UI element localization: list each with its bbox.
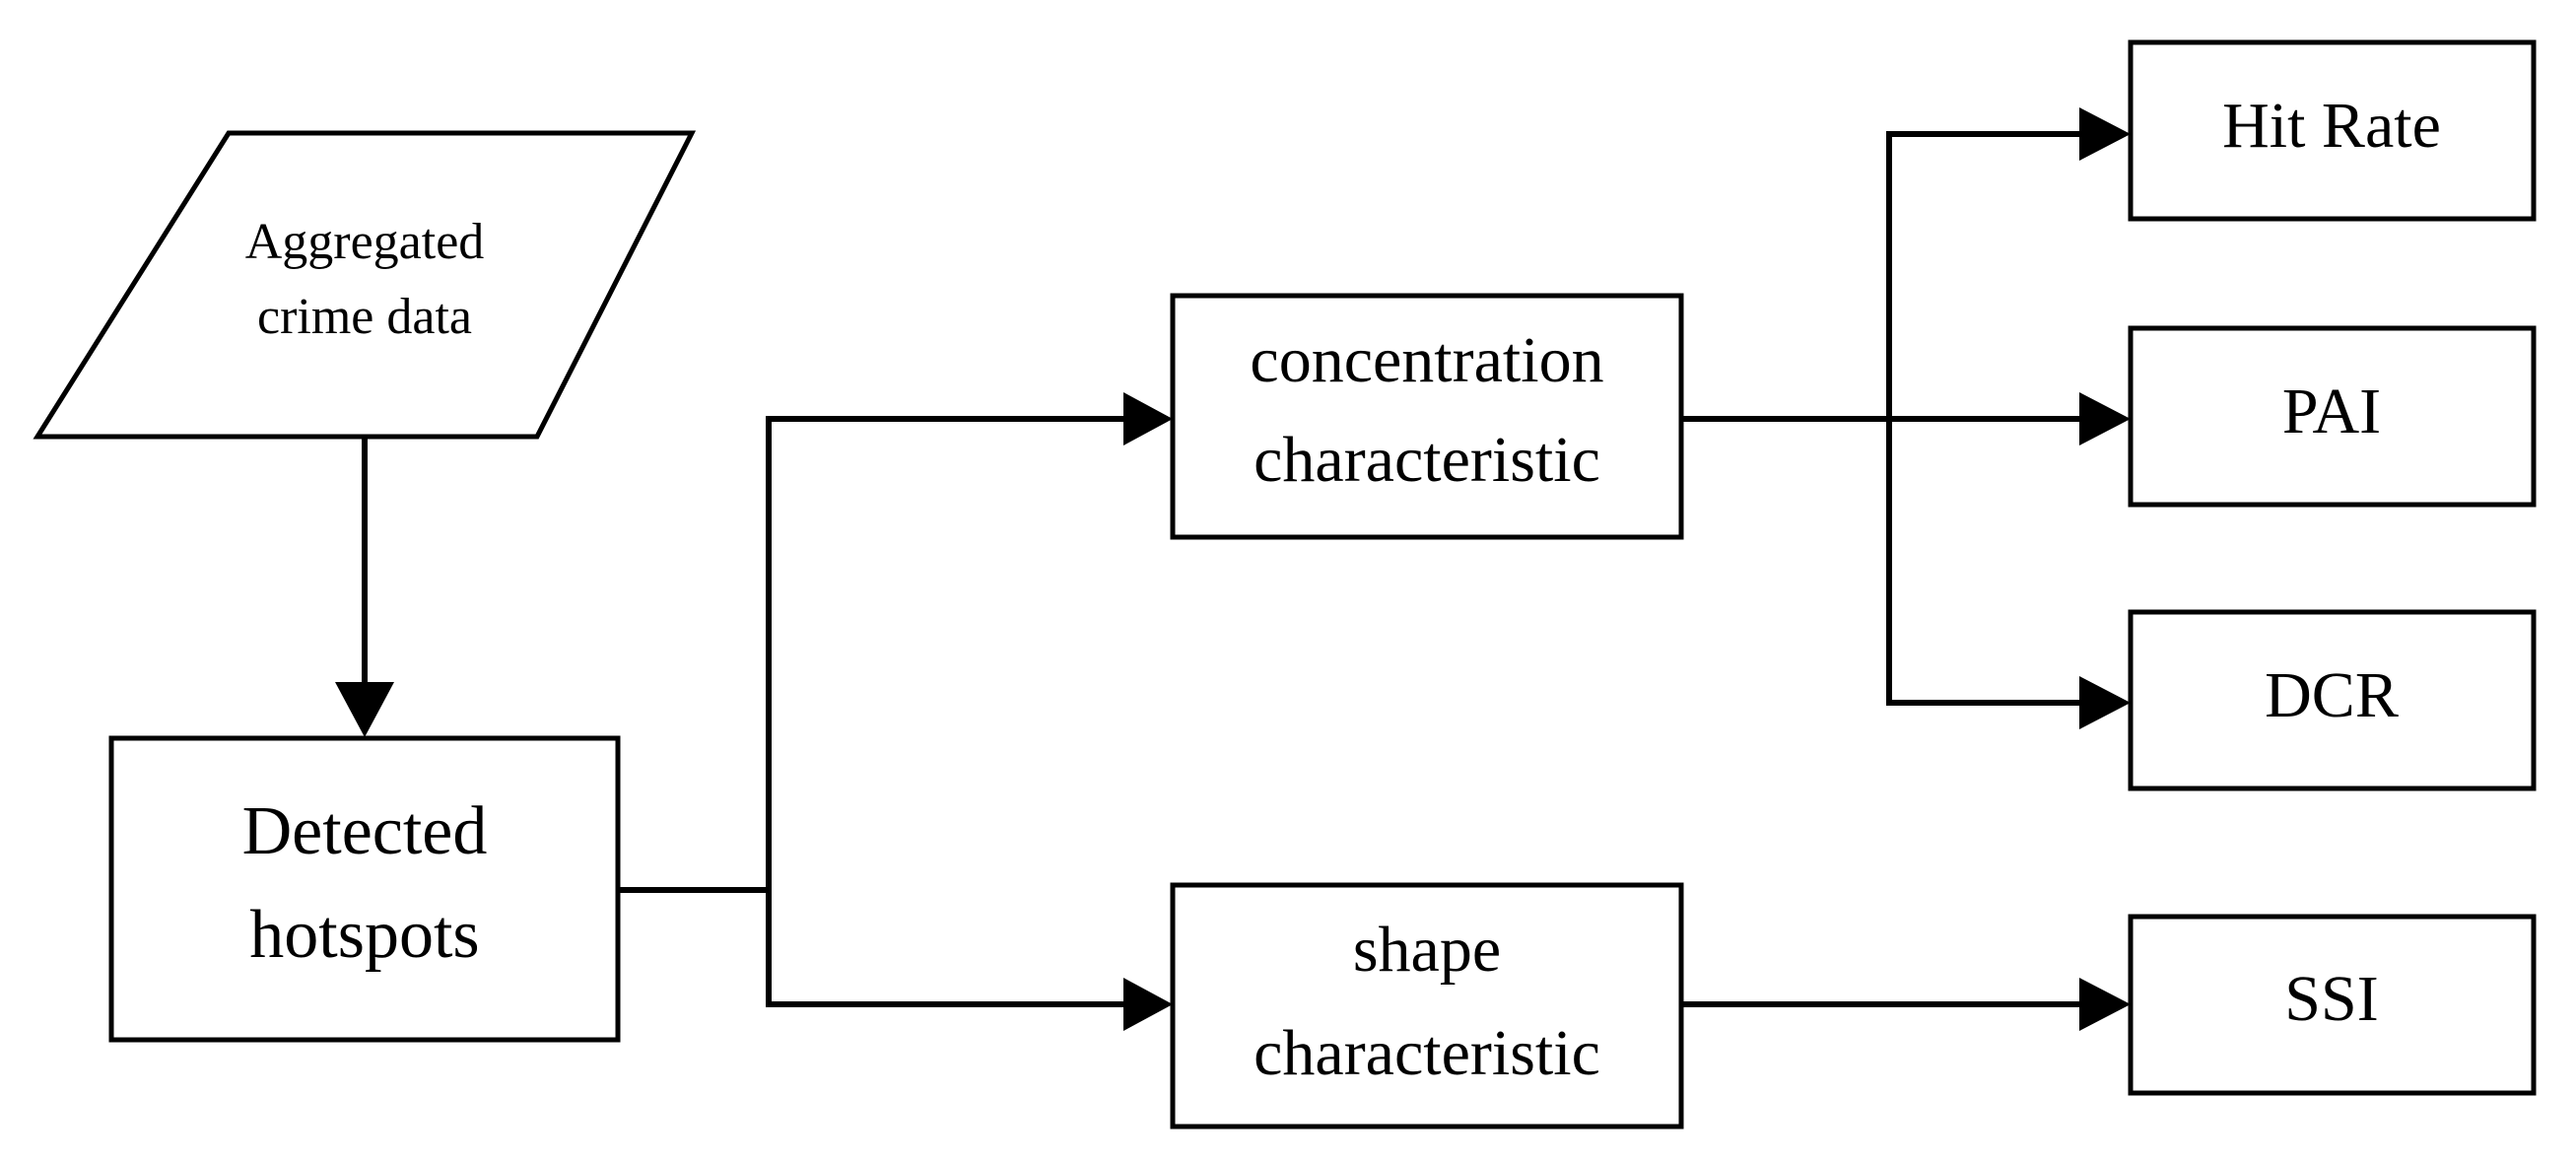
concentration-label-line1: concentration bbox=[1250, 324, 1603, 396]
arrowhead-input-to-hotspots bbox=[335, 682, 394, 737]
input-parallelogram bbox=[33, 130, 697, 440]
hit-rate-label: Hit Rate bbox=[2222, 90, 2441, 162]
input-label-line1: Aggregated bbox=[245, 214, 485, 270]
hotspots-label-line1: Detected bbox=[242, 793, 488, 869]
hit-rate-box bbox=[2128, 39, 2537, 222]
ssi-label: SSI bbox=[2284, 963, 2378, 1035]
node-concentration-characteristic: concentration characteristic bbox=[1170, 293, 1684, 540]
arrowhead-to-concentration bbox=[1123, 392, 1173, 445]
node-pai: PAI bbox=[2128, 325, 2537, 508]
shape-label-line2: characteristic bbox=[1254, 1017, 1600, 1089]
dcr-box bbox=[2128, 609, 2537, 791]
node-hit-rate: Hit Rate bbox=[2128, 39, 2537, 222]
concentration-label-line2: characteristic bbox=[1254, 424, 1600, 496]
arrowhead-to-shape bbox=[1123, 978, 1173, 1031]
pai-label: PAI bbox=[2282, 376, 2381, 447]
shape-box bbox=[1170, 882, 1684, 1129]
node-detected-hotspots: Detected hotspots bbox=[108, 735, 621, 1043]
hotspots-box bbox=[108, 735, 621, 1043]
node-dcr: DCR bbox=[2128, 609, 2537, 791]
node-ssi: SSI bbox=[2128, 914, 2537, 1096]
ssi-box bbox=[2128, 914, 2537, 1096]
arrowhead-to-ssi bbox=[2079, 978, 2131, 1031]
shape-label-line1: shape bbox=[1353, 914, 1501, 986]
input-label-line2: crime data bbox=[257, 289, 472, 345]
pai-box bbox=[2128, 325, 2537, 508]
arrowhead-to-hit-rate bbox=[2079, 107, 2131, 161]
arrowhead-to-pai bbox=[2079, 392, 2131, 445]
arrowhead-to-dcr bbox=[2079, 676, 2131, 729]
hotspots-label-line2: hotspots bbox=[249, 897, 479, 973]
connectors bbox=[335, 107, 2131, 1031]
dcr-label: DCR bbox=[2265, 659, 2399, 731]
concentration-box bbox=[1170, 293, 1684, 540]
node-shape-characteristic: shape characteristic bbox=[1170, 882, 1684, 1129]
node-aggregated-crime-data: Aggregated crime data bbox=[33, 130, 697, 440]
